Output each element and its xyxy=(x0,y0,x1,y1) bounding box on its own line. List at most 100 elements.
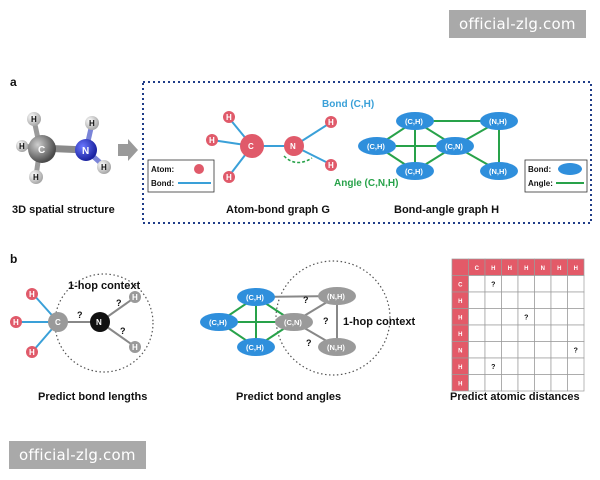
matrix-header-label: H xyxy=(458,332,462,338)
matrix-cell xyxy=(550,291,568,309)
matrix-cell xyxy=(501,324,519,342)
watermark-bottom: official-zlg.com xyxy=(9,441,146,469)
angle-annotation: Angle (C,N,H) xyxy=(334,178,398,189)
h-node-4: (C,N) xyxy=(445,142,463,151)
matrix-question: ? xyxy=(491,281,495,288)
matrix-cell xyxy=(468,374,486,392)
matrix-cell xyxy=(567,357,585,375)
matrix-header-label: H xyxy=(458,381,462,387)
g-h-2: H xyxy=(209,136,215,145)
mol-h-1: H xyxy=(31,115,37,124)
legend-atom-bond: Atom: Bond: xyxy=(147,159,215,193)
g-h-1: H xyxy=(226,113,232,122)
matrix-header-label: H xyxy=(574,266,578,272)
matrix-question: ? xyxy=(524,314,528,321)
matrix-cell xyxy=(484,324,502,342)
matrix-cell xyxy=(517,275,535,293)
matrix-cell xyxy=(517,374,535,392)
ba-node-nh-1: (N,H) xyxy=(327,292,345,301)
ba-node-ch-3: (C,H) xyxy=(246,343,264,352)
ba-node-nh-2: (N,H) xyxy=(327,343,345,352)
structure-caption: 3D spatial structure xyxy=(12,204,115,216)
bl-question-2: ? xyxy=(116,298,122,308)
bond-angles-caption: Predict bond angles xyxy=(236,391,341,403)
matrix-cell xyxy=(567,308,585,326)
mol-carbon: C xyxy=(38,145,45,156)
matrix-cell xyxy=(550,308,568,326)
bond-annotation: Bond (C,H) xyxy=(322,99,374,110)
matrix-cell xyxy=(468,341,486,359)
panel-a-label: a xyxy=(10,75,17,89)
matrix-cell xyxy=(484,374,502,392)
matrix-header-label: H xyxy=(557,266,561,272)
matrix-cell xyxy=(501,308,519,326)
matrix-cell xyxy=(534,308,552,326)
matrix-cell xyxy=(534,357,552,375)
ba-question-2: ? xyxy=(306,338,312,348)
ba-question-1: ? xyxy=(303,295,309,305)
matrix-cell xyxy=(517,291,535,309)
matrix-cell xyxy=(468,324,486,342)
atom-bond-graph: C N H H H H H xyxy=(206,111,337,183)
bond-lengths-graph: C N H H H H H ? ? ? xyxy=(10,273,154,373)
matrix-cell xyxy=(484,341,502,359)
ba-question-3: ? xyxy=(323,316,329,326)
matrix-cell xyxy=(534,341,552,359)
matrix-header-label: H xyxy=(491,266,495,272)
bl-h-4: H xyxy=(132,293,138,302)
matrix-cell xyxy=(468,308,486,326)
matrix-header-cell xyxy=(451,258,469,276)
matrix-cell xyxy=(468,357,486,375)
matrix-header-label: H xyxy=(524,266,528,272)
matrix-cell xyxy=(484,308,502,326)
matrix-cell xyxy=(468,291,486,309)
matrix-cell xyxy=(501,341,519,359)
matrix-cell xyxy=(550,374,568,392)
h-node-5: (C,H) xyxy=(405,167,423,176)
h-node-6: (N,H) xyxy=(489,167,507,176)
mol-h-5: H xyxy=(101,163,107,172)
matrix-cell xyxy=(501,374,519,392)
matrix-header-label: N xyxy=(458,348,462,354)
matrix-header-label: H xyxy=(458,299,462,305)
matrix-cell xyxy=(501,357,519,375)
matrix-header-label: H xyxy=(458,365,462,371)
panel-b-label: b xyxy=(10,252,17,266)
matrix-cell xyxy=(550,341,568,359)
bond-lengths-caption: Predict bond lengths xyxy=(38,391,147,403)
matrix-question: ? xyxy=(574,347,578,354)
matrix-cell xyxy=(567,291,585,309)
matrix-cell xyxy=(534,291,552,309)
matrix-cell xyxy=(501,291,519,309)
mol-h-2: H xyxy=(19,142,25,151)
matrix-header-label: H xyxy=(508,266,512,272)
bond-angle-graph: (C,H) (N,H) (C,H) (C,N) (C,H) (N,H) xyxy=(358,112,518,180)
bl-h-2: H xyxy=(13,318,19,327)
matrix-cell xyxy=(567,275,585,293)
atom-bond-caption: Atom-bond graph G xyxy=(226,204,330,216)
legend-angle-label: Angle: xyxy=(528,179,553,188)
molecule-3d: H H H H H C N xyxy=(16,112,111,184)
matrix-question: ? xyxy=(491,364,495,371)
ba-node-ch-1: (C,H) xyxy=(246,293,264,302)
distances-caption: Predict atomic distances xyxy=(450,391,580,403)
matrix-header-label: C xyxy=(458,282,463,288)
matrix-header-label: N xyxy=(541,266,545,272)
matrix-cell xyxy=(534,324,552,342)
g-h-5: H xyxy=(328,161,334,170)
g-h-4: H xyxy=(328,118,334,127)
matrix-cell xyxy=(484,291,502,309)
g-h-3: H xyxy=(226,173,232,182)
ba-node-cn: (C,N) xyxy=(284,318,302,327)
arrow-icon xyxy=(118,139,138,161)
bl-question-3: ? xyxy=(120,326,126,336)
legend-bond-node-label: Bond: xyxy=(528,165,551,174)
g-carbon: C xyxy=(248,142,254,151)
matrix-cell xyxy=(517,357,535,375)
mol-h-4: H xyxy=(89,119,95,128)
mol-nitrogen: N xyxy=(82,146,89,157)
bl-question-1: ? xyxy=(77,310,83,320)
legend-bond-angle: Bond: Angle: xyxy=(524,159,588,193)
bl-nitrogen: N xyxy=(96,318,102,327)
